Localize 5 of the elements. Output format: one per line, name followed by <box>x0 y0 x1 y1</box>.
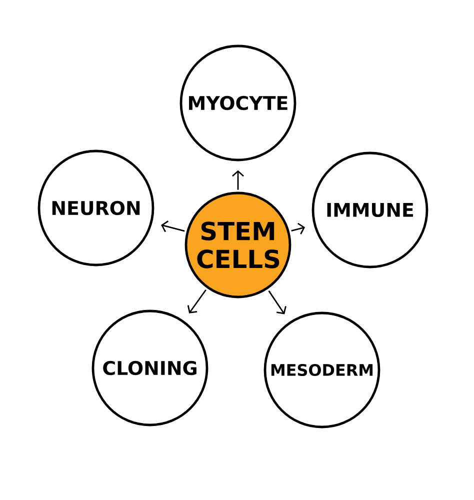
arrow <box>268 290 286 314</box>
arrow <box>291 222 306 234</box>
arrow <box>232 170 244 190</box>
arrow <box>161 220 185 232</box>
arrow <box>187 289 206 314</box>
